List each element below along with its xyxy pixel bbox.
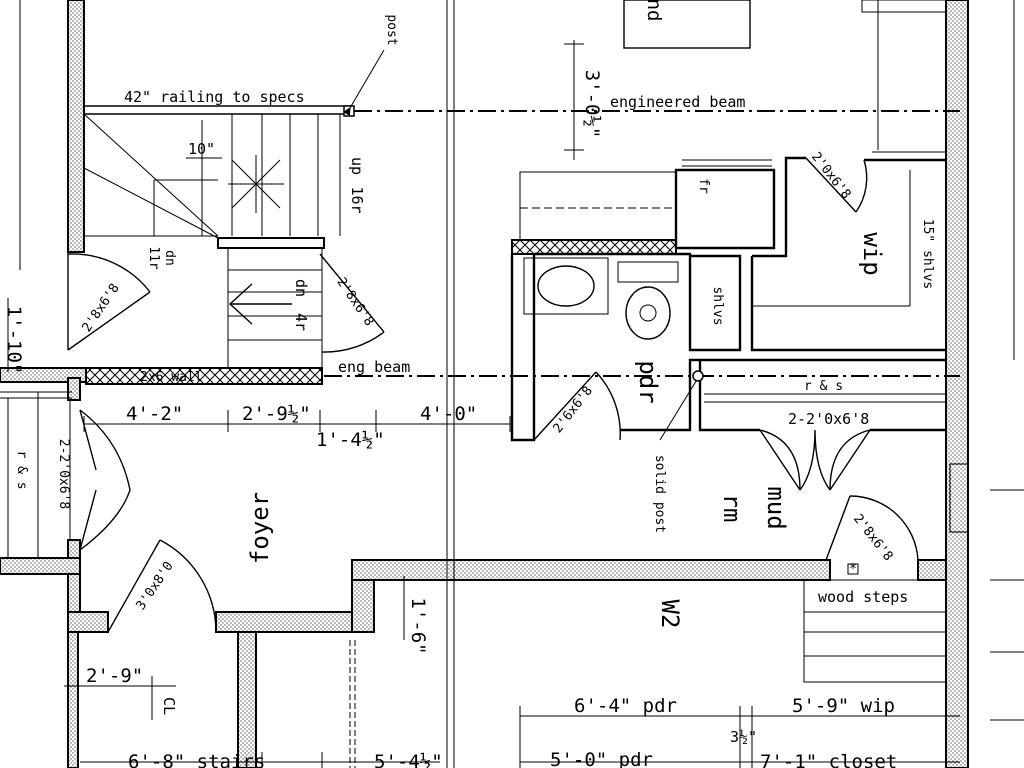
beams xyxy=(324,110,960,377)
fr-label: fr xyxy=(696,178,711,194)
stair-up-risers: 16r xyxy=(348,186,366,213)
dim-2-9-half: 2'-9½" xyxy=(242,403,311,425)
room-mud: mud xyxy=(762,486,790,529)
cl-mark: CL xyxy=(160,697,178,715)
stair-dn-right: dn xyxy=(292,279,310,297)
interior-partitions xyxy=(0,0,1024,721)
stair-dn-left-risers: 11r xyxy=(146,246,161,270)
structural-lines xyxy=(19,0,455,768)
room-top-fragment: nd xyxy=(643,0,665,21)
room-wip: wip xyxy=(858,232,886,275)
dim-4-2: 4'-2" xyxy=(126,403,183,425)
shlvs-pdr-label: shlvs xyxy=(710,286,725,325)
dim-5-9-wip: 5'-9" wip xyxy=(792,695,895,717)
stair-arrow-icon xyxy=(228,283,292,325)
shlvs-wip-label: 15" shlvs xyxy=(920,219,935,289)
stair-dn-left: dn xyxy=(162,250,177,266)
door-wip: 2'0x6'8 xyxy=(808,150,854,202)
post-label: post xyxy=(384,14,399,45)
dim-1-6: 1'-6" xyxy=(407,597,429,654)
dim-3-0-half: 3'-0½" xyxy=(581,70,603,139)
annotations: 42" railing to specs post engineered bea… xyxy=(14,14,935,715)
wall-2x6-label: 2x6 wall xyxy=(140,370,203,385)
walls xyxy=(0,0,969,768)
dim-3-half: 3½" xyxy=(730,728,757,746)
room-w2: W2 xyxy=(656,600,684,629)
tread-label: 10" xyxy=(188,140,215,158)
engineered-beam-label: engineered beam xyxy=(610,93,745,111)
dimension-lines xyxy=(7,40,960,768)
dim-1-4-half: 1'-4½" xyxy=(316,429,385,451)
dim-6-8-stairs: 6'-8" stairs xyxy=(128,751,265,768)
stair-up-label: up xyxy=(348,157,366,175)
dim-1-10: 1'-10" xyxy=(3,306,25,375)
door-front: 3'0x8'0 xyxy=(134,559,177,613)
room-foyer: foyer xyxy=(246,492,274,564)
door-mud-closet: 2-2'0x6'8 xyxy=(788,410,869,428)
room-rm: rm xyxy=(718,494,746,523)
room-pdr: pdr xyxy=(634,360,662,403)
stair-cross-icon xyxy=(228,155,284,213)
dim-5-0-pdr: 5'-0" pdr xyxy=(550,749,653,768)
solid-post-label: solid post xyxy=(652,455,667,533)
railing-label: 42" railing to specs xyxy=(124,88,305,106)
dim-6-4-pdr: 6'-4" pdr xyxy=(574,695,677,717)
dimension-labels: 4'-2" 2'-9½" 1'-4½" 4'-0" 3'-0½" 1'-10" … xyxy=(3,70,897,768)
wood-steps-label: wood steps xyxy=(818,588,908,606)
door-stair-right: 2'8x6'8 xyxy=(333,275,376,329)
dim-2-9: 2'-9" xyxy=(86,665,143,687)
r-s-mud-label: r & s xyxy=(804,379,843,394)
door-foyer-closet: 2-2'0x6'8 xyxy=(56,439,71,509)
door-pdr: 2'6x6'8 xyxy=(550,384,596,436)
dim-4-0: 4'-0" xyxy=(420,403,477,425)
dim-7-1-closet: 7'-1" closet xyxy=(760,751,897,768)
eng-beam-label: eng beam xyxy=(338,358,410,376)
r-s-left-label: r & s xyxy=(14,450,29,489)
stair-treads-upper xyxy=(153,114,341,236)
door-mud-exterior: 2'8x6'8 xyxy=(850,512,896,564)
room-labels: foyer mud rm pdr wip W2 nd xyxy=(246,0,886,628)
door-swings: * xyxy=(67,49,919,633)
dim-5-4-half: 5'-4½" xyxy=(374,751,443,768)
light-icon: * xyxy=(849,562,857,577)
stair-dn-right-risers: 4r xyxy=(292,313,310,331)
stair-treads-lower xyxy=(227,248,323,368)
